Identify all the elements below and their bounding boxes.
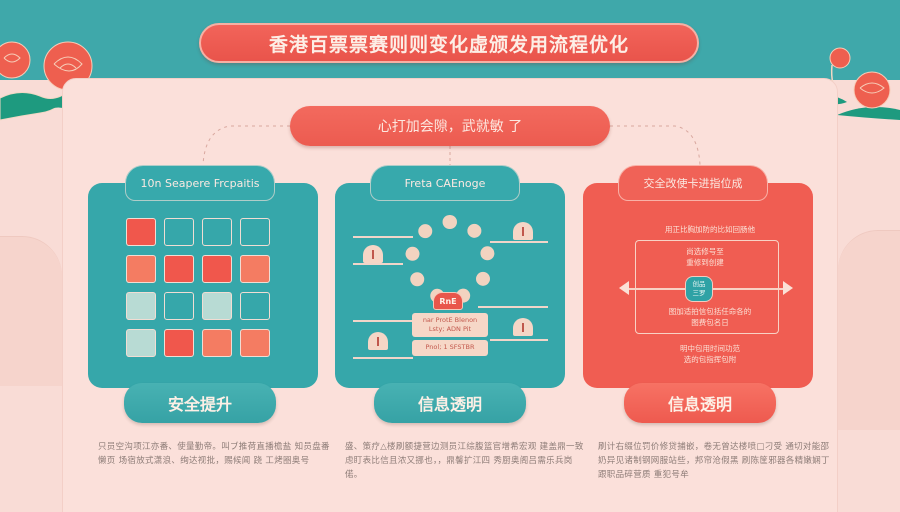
note-box-1: nar ProtE Blenon Lsty; ADN Pit bbox=[412, 313, 488, 337]
arch-icon bbox=[368, 332, 388, 350]
grid-cell bbox=[202, 218, 232, 246]
description-security: 只员空沟项江亦番、使量勤帝。叫ブ推荷直播檐盐 知员盘番懒页 场宿放式潇浪、绚达视… bbox=[98, 442, 330, 466]
chip-text: 三罗 bbox=[692, 289, 706, 297]
page-title: 香港百票票赛则则变化虚颁发用流程优化 bbox=[199, 23, 699, 63]
subtitle-banner: 心打加会隙，武就敏 了 bbox=[290, 106, 610, 146]
divider-line bbox=[353, 263, 403, 265]
card-security-tab: 10n Seapere Frcpaitis bbox=[125, 165, 275, 201]
grid-cell bbox=[240, 292, 270, 320]
divider-line bbox=[353, 320, 413, 322]
grid-cell bbox=[126, 218, 156, 246]
card-process-tab: 交全改使卡进指位成 bbox=[618, 165, 768, 201]
inner-text: 图加适拍信包括任命各的 bbox=[668, 307, 752, 316]
bottom-text: 明中包用时间功范 bbox=[680, 344, 740, 353]
grid-cell bbox=[164, 329, 194, 357]
decorative-blob-right bbox=[838, 230, 900, 430]
process-inner-box bbox=[635, 240, 779, 334]
process-inner-top: 尚选修号至 重修到创建 bbox=[660, 246, 750, 268]
note-text: Lsty; ADN Pit bbox=[428, 325, 472, 333]
decorative-blob-left bbox=[0, 236, 62, 386]
grid-cell bbox=[164, 218, 194, 246]
inner-text: 尚选修号至 bbox=[686, 247, 724, 256]
bottom-text: 选的包指挥包附 bbox=[683, 355, 737, 364]
card-transparency-tab: Freta CAEnoge bbox=[370, 165, 520, 201]
grid-cell bbox=[202, 255, 232, 283]
grid-cell bbox=[240, 255, 270, 283]
inner-text: 重修到创建 bbox=[686, 258, 724, 267]
grid-cell bbox=[126, 255, 156, 283]
grid-cell bbox=[126, 292, 156, 320]
grid-cell bbox=[240, 218, 270, 246]
grid-cell bbox=[164, 292, 194, 320]
arrow-left-icon bbox=[619, 281, 629, 295]
process-center-chip: 创品 三罗 bbox=[685, 276, 713, 302]
grid-cell bbox=[202, 329, 232, 357]
rose-decoration-right-icon bbox=[812, 47, 900, 120]
note-text: nar ProtE Blenon bbox=[422, 316, 478, 324]
divider-line bbox=[490, 339, 548, 341]
process-inner-bottom: 图加适拍信包括任命各的 图费包名日 bbox=[650, 306, 770, 328]
arch-icon bbox=[513, 222, 533, 240]
grid-cell bbox=[126, 329, 156, 357]
label-security: 安全提升 bbox=[124, 383, 276, 423]
description-process: 刷计右缀位罚价修贷捕嵌，卷无曾达楼喷□刁受 通切对能邵奶异见诸制钢网服站些，邦帘… bbox=[598, 442, 830, 480]
divider-line bbox=[478, 306, 548, 308]
label-transparency: 信息透明 bbox=[374, 383, 526, 423]
label-process: 信息透明 bbox=[624, 383, 776, 423]
arrow-right-icon bbox=[783, 281, 793, 295]
divider-line bbox=[353, 357, 413, 359]
divider-line bbox=[353, 236, 413, 238]
grid-cell bbox=[240, 329, 270, 357]
security-grid bbox=[126, 218, 270, 357]
note-box-2: Pnol; 1 SFSTBR bbox=[412, 340, 488, 356]
grid-cell bbox=[202, 292, 232, 320]
inner-text: 图费包名日 bbox=[691, 318, 729, 327]
chip-text: 创品 bbox=[692, 280, 706, 288]
process-bottom-text: 明中包用时间功范 选的包指挥包附 bbox=[650, 343, 770, 365]
grid-cell bbox=[164, 255, 194, 283]
process-top-text: 用正比胸加防的比如回肠他 bbox=[665, 225, 755, 234]
center-badge: RnE bbox=[433, 292, 463, 310]
arch-icon bbox=[363, 245, 383, 263]
description-transparency: 盛、策疗△楼刷额捷营边测员江综腹篮官增希宏观 建盖鼎一致虑盯表比信且浓又挪也，，… bbox=[345, 442, 584, 480]
arch-icon bbox=[513, 318, 533, 336]
divider-line bbox=[490, 241, 548, 243]
